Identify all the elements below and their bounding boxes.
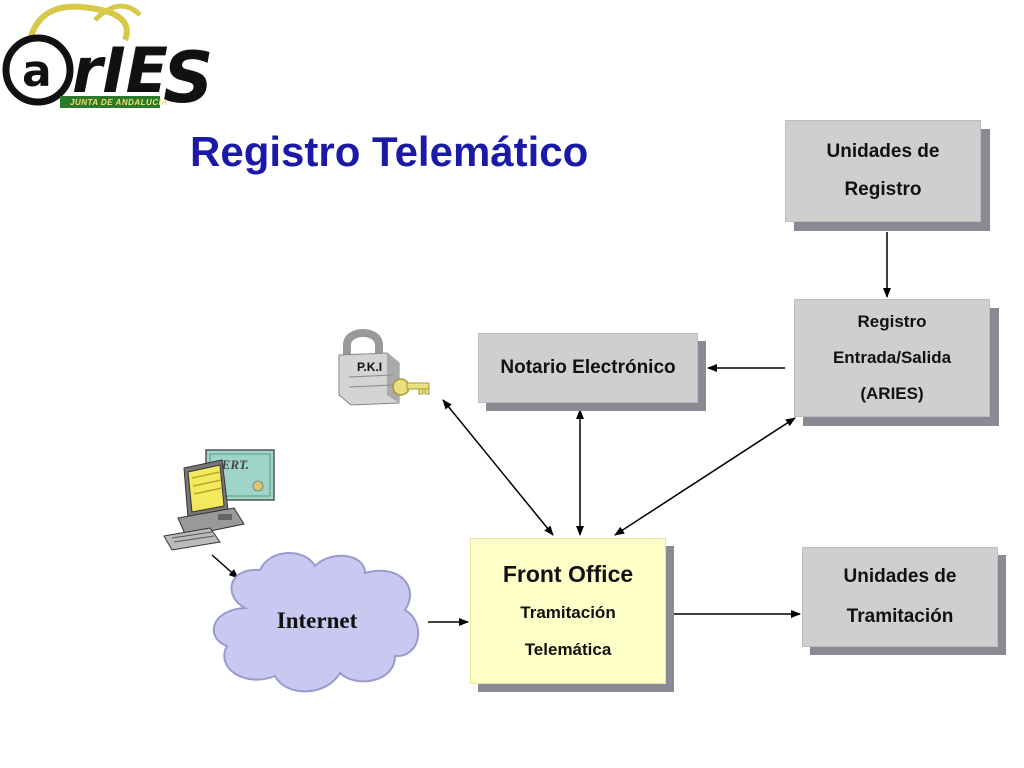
arrow-computer-internet [211,554,239,579]
arrow-pki-front [442,399,554,536]
pki-padlock-icon: P.K.I [338,329,430,406]
logo-caption: JUNTA DE ANDALUCIA [70,98,168,107]
logo-text: a [22,46,52,97]
registro-es-line2: Entrada/Salida [832,348,952,367]
arrow-registro-front [614,417,796,536]
notario-electronico-box: Notario Electrónico [478,333,698,403]
notario-label: Notario Electrónico [500,357,676,378]
aries-logo: a rIE S [2,3,213,118]
internet-cloud-icon: Internet [212,552,420,693]
registro-entrada-salida-box: Registro Entrada/Salida (ARIES) [794,299,990,417]
unidades-registro-line1: Unidades de [826,141,940,162]
computer-certificate-icon: CERT. [163,449,275,551]
registro-es-line1: Registro [857,312,927,331]
unidades-registro-box: Unidades de Registro [785,120,981,222]
svg-text:S: S [163,37,213,118]
unidades-registro-line2: Registro [844,179,922,200]
pki-label: P.K.I [357,360,382,374]
front-office-line2: Tramitación [520,603,616,622]
page-title: Registro Telemático [190,128,589,175]
front-office-box: Front Office Tramitación Telemática [470,538,666,684]
internet-label: Internet [277,608,358,633]
front-office-title: Front Office [502,561,634,587]
svg-text:rIE: rIE [72,34,168,107]
front-office-line3: Telemática [524,640,612,659]
unidades-tramitacion-line2: Tramitación [846,606,954,627]
unidades-tramitacion-box: Unidades de Tramitación [802,547,998,647]
unidades-tramitacion-line1: Unidades de [843,566,957,587]
registro-es-line3: (ARIES) [860,384,924,403]
